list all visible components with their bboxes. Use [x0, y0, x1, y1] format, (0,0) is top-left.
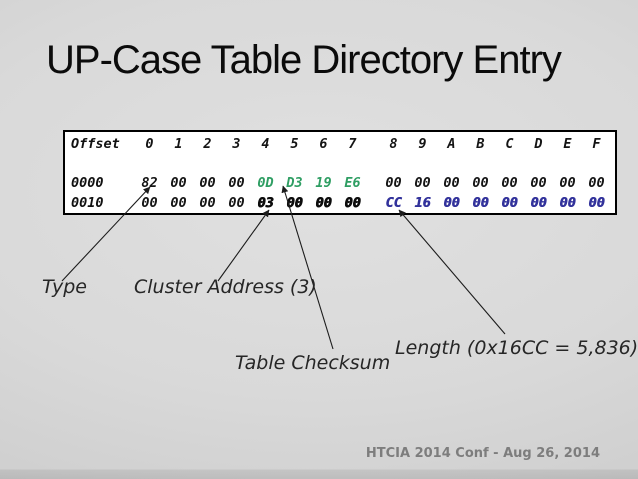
hex-byte: 00	[199, 175, 216, 191]
annotation-arrow-length	[398, 209, 506, 335]
hex-col-header: 1	[174, 136, 183, 152]
hex-col-header: D	[534, 136, 543, 152]
hex-byte: 00	[385, 175, 402, 191]
hex-byte: 0D	[257, 175, 274, 191]
annotation-label-length: Length (0x16CC = 5,836)	[395, 337, 638, 359]
hex-col-header: 3	[232, 136, 241, 152]
annotation-arrow-cluster-address	[217, 209, 270, 282]
hex-col-header: C	[505, 136, 514, 152]
hex-col-header: A	[447, 136, 456, 152]
hex-byte: 00	[559, 175, 576, 191]
hex-byte: CC	[385, 195, 402, 211]
hex-col-header: B	[476, 136, 485, 152]
hex-col-header: 0	[145, 136, 154, 152]
hex-byte: 00	[170, 175, 187, 191]
hex-byte: 00	[315, 195, 332, 211]
hex-byte: 00	[588, 175, 605, 191]
hex-byte: 00	[228, 175, 245, 191]
hex-byte: 00	[472, 175, 489, 191]
row-offset: 0000	[71, 175, 104, 191]
footer-conference-text: HTCIA 2014 Conf - Aug 26, 2014	[365, 446, 600, 461]
hex-row-0010: 0010 00 00 00 00 03 00 00 00 CC 16 00 00 00 00 00 00	[65, 193, 615, 213]
annotation-label-type: Type	[42, 276, 87, 298]
hex-byte: 00	[443, 175, 460, 191]
hex-byte: 00	[472, 195, 489, 211]
hex-byte: 00	[170, 195, 187, 211]
hex-byte: 19	[315, 175, 332, 191]
hex-byte: 00	[228, 195, 245, 211]
slide-title: UP-Case Table Directory Entry	[46, 38, 562, 82]
hex-byte: 00	[286, 195, 303, 211]
hex-byte: 00	[559, 195, 576, 211]
hex-col-header: 8	[389, 136, 398, 152]
hex-byte: 16	[414, 195, 431, 211]
hex-byte: 00	[588, 195, 605, 211]
row-offset: 0010	[71, 195, 104, 211]
hex-col-header: 6	[319, 136, 328, 152]
hex-byte: 00	[414, 175, 431, 191]
hex-byte: 00	[344, 195, 361, 211]
hex-byte: 00	[141, 195, 158, 211]
hex-byte: 00	[530, 175, 547, 191]
annotation-label-cluster-address: Cluster Address (3)	[134, 276, 317, 298]
hex-header-row: Offset 0 1 2 3 4 5 6 7 8 9 A B C D E F	[65, 136, 615, 152]
hex-byte: 03	[257, 195, 274, 211]
hex-byte: E6	[344, 175, 361, 191]
hex-col-header: E	[563, 136, 572, 152]
hex-byte: 00	[530, 195, 547, 211]
hex-byte: 00	[501, 195, 518, 211]
hex-col-header: 9	[418, 136, 427, 152]
hex-byte: 82	[141, 175, 158, 191]
hex-byte: 00	[443, 195, 460, 211]
hex-col-header: 4	[261, 136, 270, 152]
hex-byte: 00	[501, 175, 518, 191]
offset-column-label: Offset	[71, 136, 120, 152]
hex-col-header: 7	[348, 136, 357, 152]
hex-byte: 00	[199, 195, 216, 211]
hex-col-header: 2	[203, 136, 212, 152]
hex-col-header: 5	[290, 136, 299, 152]
hex-byte: D3	[286, 175, 303, 191]
annotation-label-table-checksum: Table Checksum	[235, 352, 391, 374]
hex-col-header: F	[592, 136, 601, 152]
